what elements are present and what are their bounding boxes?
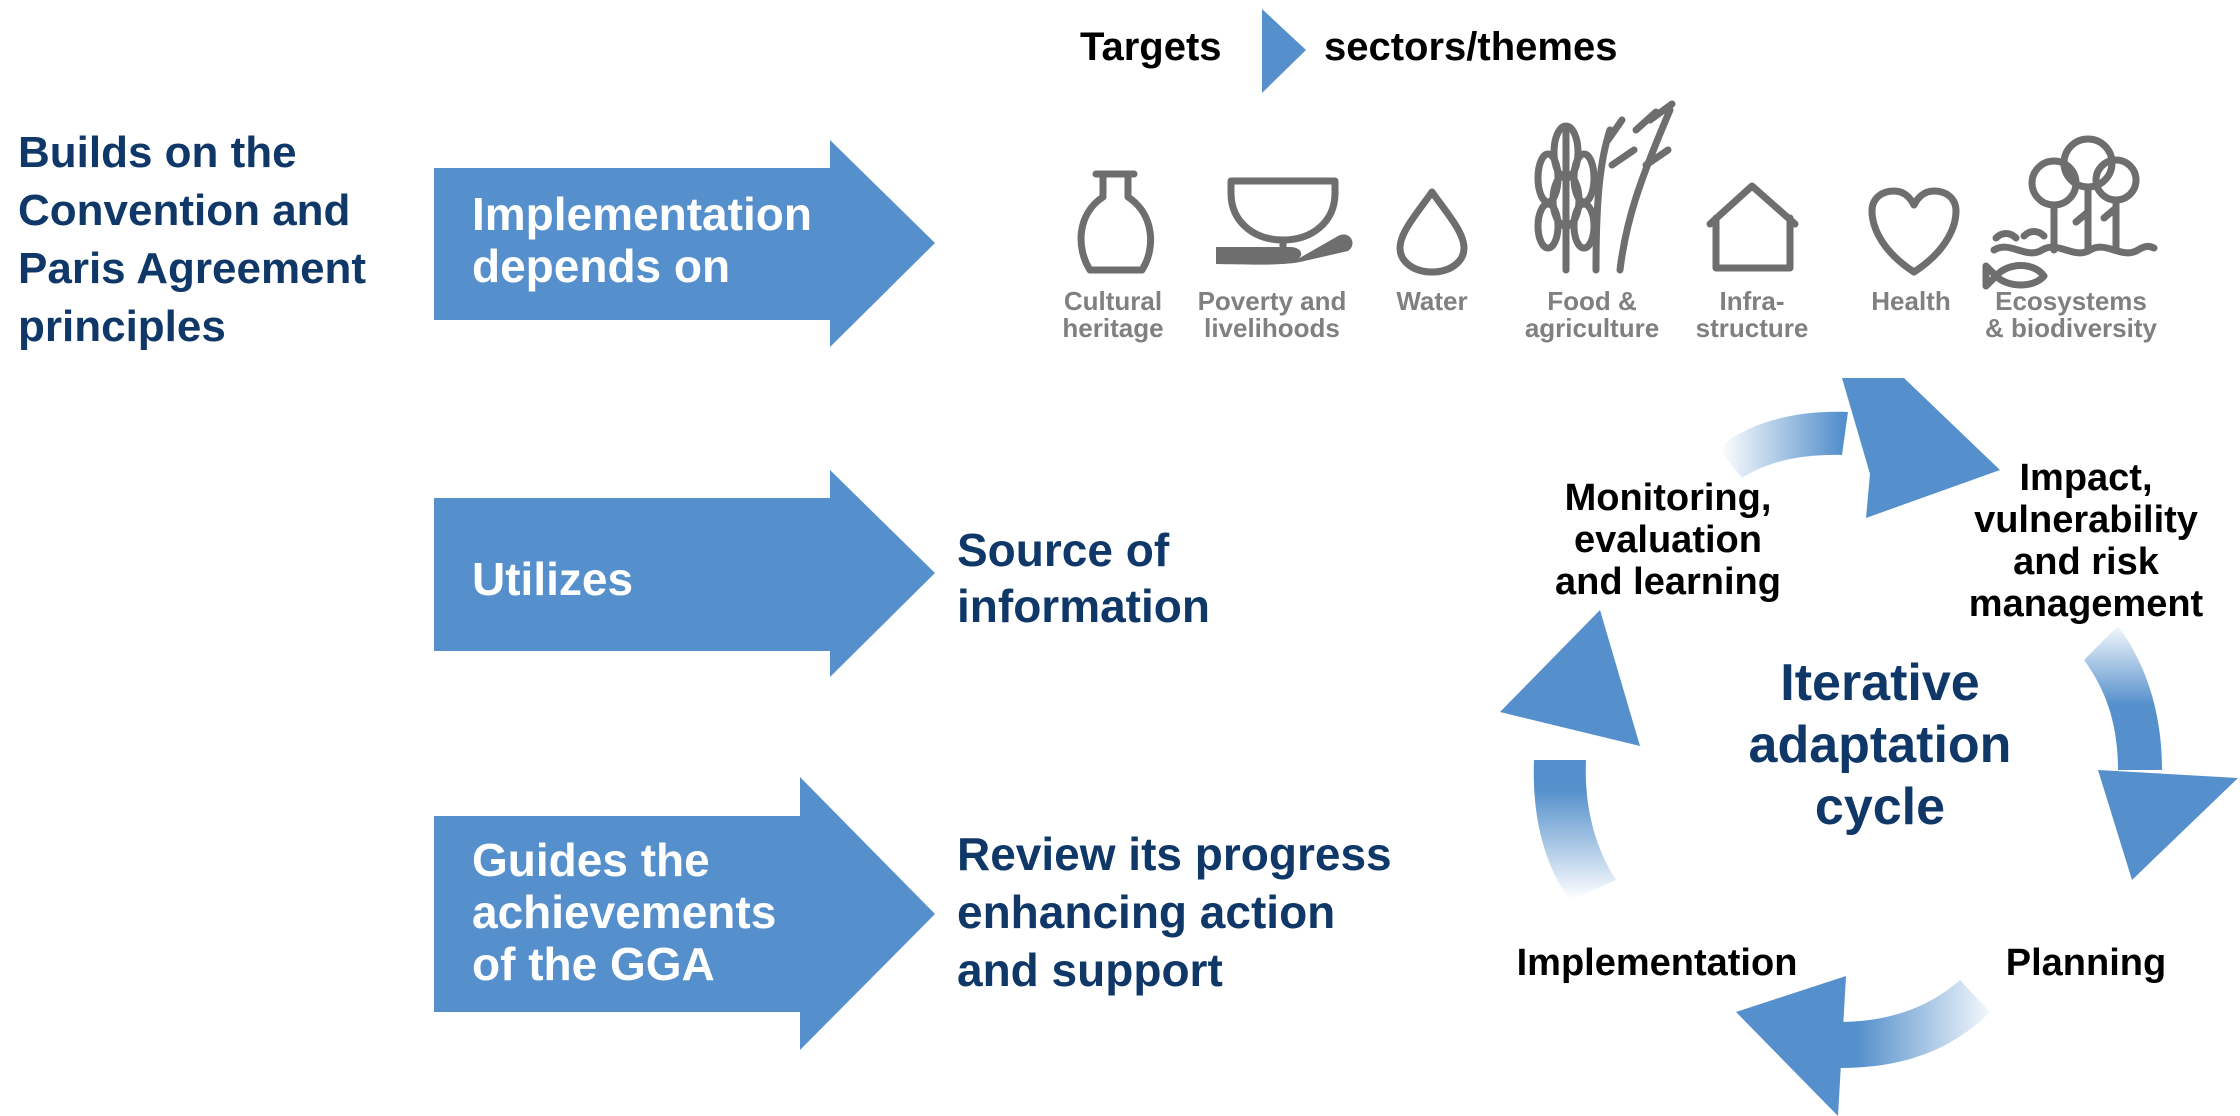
sector-label: agriculture: [1525, 313, 1659, 343]
source-of-information-text: Source of: [957, 524, 1170, 576]
wheat-icon: [1534, 100, 1676, 274]
left-heading-line: Convention and: [18, 186, 350, 235]
guides-arrow-label: achievements: [472, 886, 776, 938]
implementation-arrow: [434, 140, 935, 347]
heart-icon: [1868, 187, 1960, 276]
sector-label: Poverty and: [1198, 286, 1347, 316]
targets-triangle-icon: [1262, 9, 1306, 93]
sector-label: Food &: [1547, 286, 1637, 316]
cycle-center-label: adaptation: [1749, 716, 2012, 774]
review-progress-text: enhancing action: [957, 886, 1335, 938]
utilizes-arrow: [434, 470, 935, 677]
guides-arrow: [434, 777, 935, 1050]
stage-label: and risk: [2013, 541, 2160, 583]
sector-label: Water: [1396, 286, 1467, 316]
sector-label: Infra-: [1720, 286, 1785, 316]
cycle-arrow-top: [1718, 378, 2000, 518]
sector-label: & biodiversity: [1985, 313, 2157, 343]
source-of-information-text: information: [957, 580, 1210, 632]
stage-label: Impact,: [2019, 457, 2152, 499]
implementation-arrow-label: depends on: [472, 240, 730, 292]
review-progress-text: Review its progress: [957, 828, 1392, 880]
stage-label: vulnerability: [1974, 499, 2198, 541]
sector-label: Ecosystems: [1995, 286, 2147, 316]
cycle-arrow-bottom: [1736, 976, 1990, 1116]
cycle-center-label: Iterative: [1780, 654, 1979, 712]
stage-label: evaluation: [1574, 519, 1762, 561]
stage-label: and learning: [1555, 561, 1781, 603]
cycle-arrow-left: [1500, 610, 1640, 900]
stage-label: management: [1969, 583, 2204, 625]
sector-label: structure: [1696, 313, 1809, 343]
stage-label: Monitoring,: [1565, 477, 1772, 519]
guides-arrow-label: Guides the: [472, 834, 710, 886]
water-drop-icon: [1396, 188, 1468, 276]
sector-label: livelihoods: [1204, 313, 1340, 343]
house-icon: [1706, 182, 1799, 272]
sector-label: heritage: [1062, 313, 1163, 343]
sector-label: Health: [1871, 286, 1950, 316]
left-heading: Builds on the Convention and Paris Agree…: [18, 128, 366, 351]
stage-impact-vulnerability: Impact, vulnerability and risk managemen…: [1969, 457, 2204, 625]
trees-fish-icon: [1982, 135, 2158, 290]
sectors-themes-label: sectors/themes: [1324, 25, 1617, 69]
implementation-arrow-label: Implementation: [472, 188, 812, 240]
stage-label: Implementation: [1517, 942, 1798, 984]
stage-label: Planning: [2006, 942, 2166, 984]
utilizes-arrow-label: Utilizes: [472, 553, 633, 605]
left-heading-line: Paris Agreement: [18, 244, 366, 293]
cycle-center-label: cycle: [1815, 778, 1945, 836]
stage-monitoring: Monitoring, evaluation and learning: [1555, 477, 1781, 603]
left-heading-line: principles: [18, 302, 226, 351]
vase-icon: [1077, 170, 1155, 274]
stage-planning: Planning: [2006, 942, 2166, 984]
sector-label: Cultural: [1064, 286, 1162, 316]
stage-implementation: Implementation: [1517, 942, 1798, 984]
cycle-arrow-right: [2084, 626, 2238, 880]
review-progress-text: and support: [957, 944, 1223, 996]
guides-arrow-label: of the GGA: [472, 938, 715, 990]
bowl-hand-icon: [1216, 177, 1353, 265]
left-heading-line: Builds on the: [18, 128, 297, 177]
targets-label: Targets: [1080, 25, 1222, 69]
